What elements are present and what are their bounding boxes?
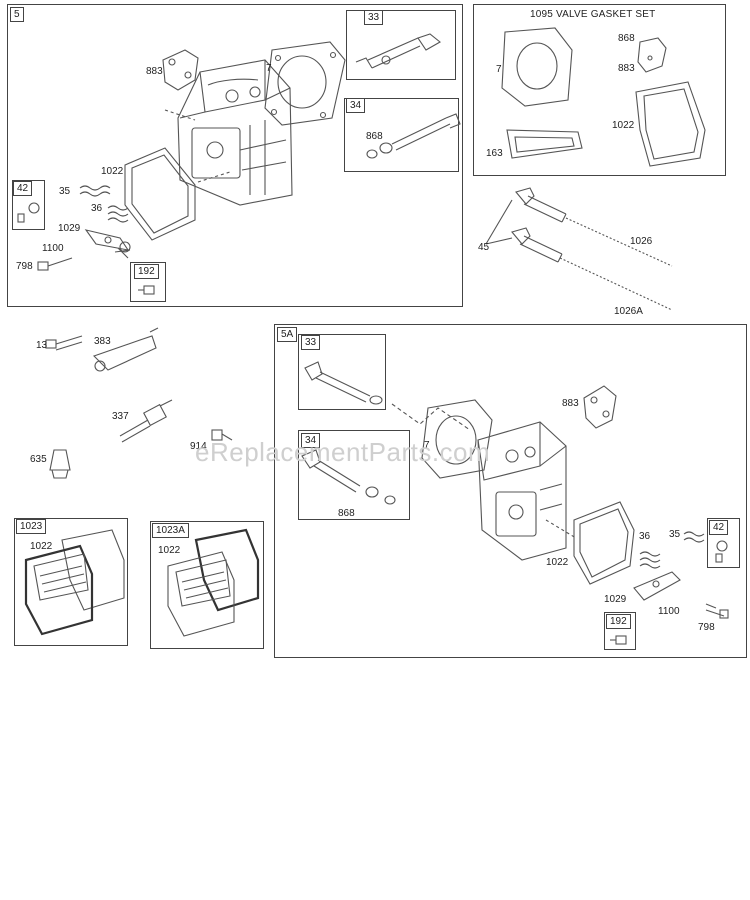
breather-cover-icon — [167, 528, 260, 637]
group-1023a-frame — [150, 521, 264, 649]
gasket-icon — [124, 147, 196, 241]
label-883: 883 — [562, 398, 579, 409]
gasket-icon — [264, 41, 346, 126]
valve-gasket-set-frame — [473, 4, 726, 176]
group-5a-sub-42-tag: 42 — [709, 520, 729, 535]
label-868: 868 — [366, 131, 383, 142]
label-1022: 1022 — [546, 557, 569, 568]
label-45: 45 — [478, 242, 490, 253]
bolt-icon — [211, 429, 233, 441]
label-798: 798 — [16, 261, 33, 272]
rocker-arm-icon — [633, 571, 681, 601]
label-1029: 1029 — [604, 594, 627, 605]
group-1023a-tag: 1023A — [152, 523, 189, 538]
gasket-icon — [162, 49, 199, 91]
group-5-tag: 5 — [10, 7, 24, 22]
group-5-sub-192-frame — [130, 262, 166, 302]
group-5a-sub-192-tag: 192 — [606, 614, 631, 629]
group-5-frame — [7, 4, 463, 307]
label-914: 914 — [190, 441, 207, 452]
pushrod-icon — [559, 217, 673, 311]
label-1022: 1022 — [30, 541, 53, 552]
group-5a-sub-34-tag: 34 — [301, 433, 321, 448]
watermark: eReplacementParts.com — [195, 437, 491, 467]
spring-icon — [107, 205, 129, 223]
label-36: 36 — [639, 531, 651, 542]
breather-cover-icon — [24, 529, 125, 636]
group-5-sub-192-tag: 192 — [134, 264, 159, 279]
label-383: 383 — [94, 336, 111, 347]
label-13: 13 — [36, 340, 48, 351]
label-635: 635 — [30, 454, 47, 465]
group-5a-sub-42-frame — [707, 518, 740, 568]
retainer-icon — [49, 449, 71, 479]
label-7: 7 — [266, 63, 272, 74]
label-163: 163 — [486, 148, 503, 159]
group-5-sub-34-tag: 34 — [346, 98, 366, 113]
label-868: 868 — [618, 33, 635, 44]
group-1023-tag: 1023 — [16, 519, 47, 534]
spring-icon — [639, 551, 661, 569]
label-35: 35 — [59, 186, 71, 197]
gasket-icon — [637, 37, 667, 73]
label-1029: 1029 — [58, 223, 81, 234]
label-1022: 1022 — [101, 166, 124, 177]
valve-icon — [515, 187, 567, 223]
group-5a-tag: 5A — [277, 327, 298, 342]
group-5-sub-42-tag: 42 — [13, 181, 33, 196]
label-35: 35 — [669, 529, 681, 540]
label-337: 337 — [112, 411, 129, 422]
gasket-icon — [635, 81, 706, 167]
valve-gasket-set-title: 1095 VALVE GASKET SET — [530, 9, 656, 20]
gasket-icon — [501, 27, 573, 107]
label-7: 7 — [496, 64, 502, 75]
label-36: 36 — [91, 203, 103, 214]
group-5a-sub-33-tag: 33 — [301, 335, 321, 350]
rocker-arm-icon — [92, 327, 159, 372]
group-5-sub-33-tag: 33 — [364, 10, 384, 25]
valve-icon — [301, 449, 396, 505]
bolt-icon — [45, 335, 83, 351]
group-5a-sub-192-frame — [604, 612, 636, 650]
bolt-icon — [705, 603, 729, 619]
gasket-icon — [506, 129, 583, 159]
bolt-icon — [114, 241, 131, 259]
spark-plug-icon — [119, 399, 173, 443]
label-1026: 1026 — [630, 236, 653, 247]
group-5a-sub-34-frame — [298, 430, 410, 520]
bolt-icon — [37, 257, 73, 271]
label-883: 883 — [618, 63, 635, 74]
gasket-icon — [421, 399, 493, 479]
gasket-icon — [583, 385, 617, 429]
group-5a-frame — [274, 324, 747, 658]
label-1022: 1022 — [158, 545, 181, 556]
group-5-sub-34-frame — [344, 98, 459, 172]
cylinder-head-icon — [477, 421, 567, 561]
label-798: 798 — [698, 622, 715, 633]
valve-icon — [304, 361, 383, 405]
group-5-sub-33-frame — [346, 10, 456, 80]
spring-icon — [683, 531, 705, 543]
cylinder-head-icon — [177, 59, 293, 206]
label-7: 7 — [424, 440, 430, 451]
group-1023-frame — [14, 518, 128, 646]
label-1100: 1100 — [42, 243, 64, 254]
label-1026a: 1026A — [614, 306, 643, 317]
group-5-sub-42-frame — [12, 180, 45, 230]
label-883: 883 — [146, 66, 163, 77]
gasket-icon — [573, 501, 635, 585]
label-1022: 1022 — [612, 120, 635, 131]
label-868: 868 — [338, 508, 355, 519]
group-5a-sub-33-frame — [298, 334, 386, 410]
spring-icon — [79, 185, 111, 197]
label-1100: 1100 — [658, 606, 680, 617]
